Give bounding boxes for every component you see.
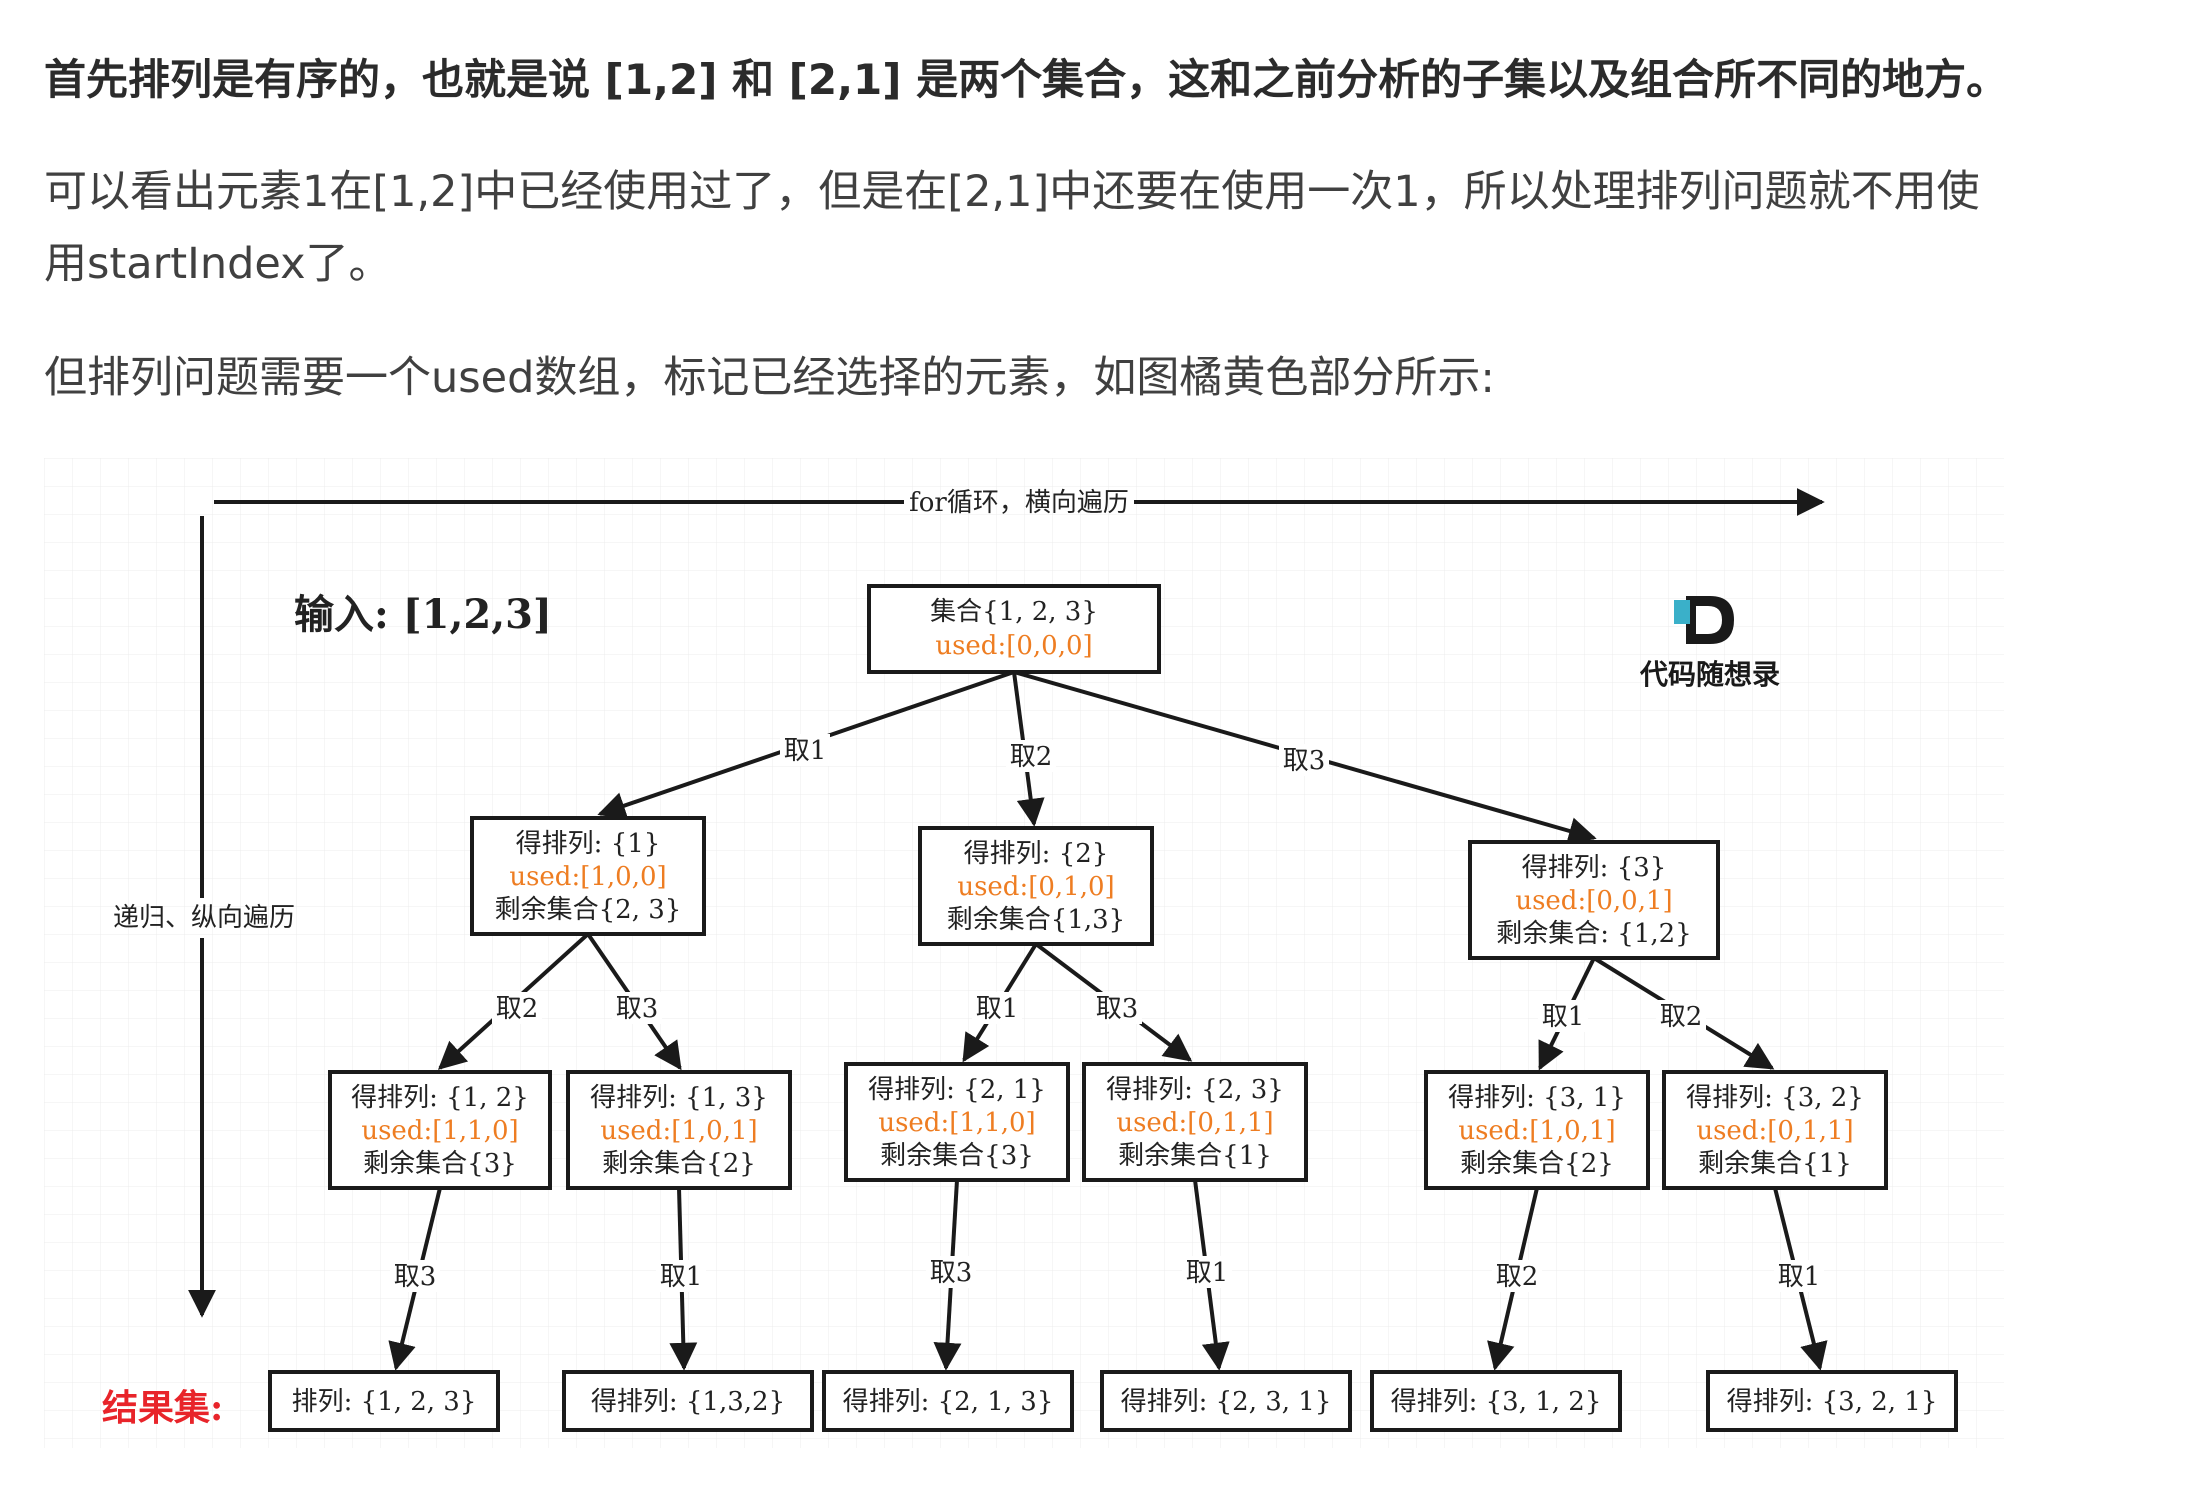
tree-node-2-3: 得排列: {2, 3} used:[0,1,1] 剩余集合{1}: [1082, 1062, 1308, 1182]
input-label: 输入: [1,2,3]: [294, 591, 552, 638]
result-set-label: 结果集:: [102, 1387, 223, 1429]
node-12-perm: 得排列: {1, 2}: [351, 1083, 529, 1113]
edge-label-23-take-1: 取1: [1186, 1258, 1229, 1288]
node-13-perm: 得排列: {1, 3}: [590, 1083, 768, 1113]
result-1-text: 排列: {1, 2, 3}: [292, 1387, 477, 1417]
node-23-remaining: 剩余集合{1}: [1118, 1141, 1272, 1171]
edge-label-1-take-3: 取3: [616, 994, 659, 1024]
result-5-text: 得排列: {3, 1, 2}: [1391, 1387, 1602, 1417]
node-2-remaining: 剩余集合{1,3}: [947, 905, 1125, 935]
node-3-used: used:[0,0,1]: [1515, 886, 1672, 916]
edge-label-31-take-2: 取2: [1496, 1262, 1539, 1292]
node-21-remaining: 剩余集合{3}: [880, 1141, 1034, 1171]
tree-node-2-1: 得排列: {2, 1} used:[1,1,0] 剩余集合{3}: [844, 1062, 1070, 1182]
tree-node-2: 得排列: {2} used:[0,1,0] 剩余集合{1,3}: [918, 826, 1154, 946]
node-32-perm: 得排列: {3, 2}: [1686, 1083, 1864, 1113]
tree-node-1-3: 得排列: {1, 3} used:[1,0,1] 剩余集合{2}: [566, 1070, 792, 1190]
paragraph-permutation-ordered: 首先排列是有序的，也就是说 [1,2] 和 [2,1] 是两个集合，这和之前分析…: [44, 55, 2009, 104]
node-12-remaining: 剩余集合{3}: [363, 1149, 517, 1179]
edge-label-32-take-1: 取1: [1778, 1262, 1821, 1292]
node-32-used: used:[0,1,1]: [1696, 1116, 1853, 1146]
node-1-used: used:[1,0,0]: [509, 862, 666, 892]
node-32-remaining: 剩余集合{1}: [1698, 1149, 1852, 1179]
result-4-text: 得排列: {2, 3, 1}: [1121, 1387, 1332, 1417]
paragraph-used-array: 但排列问题需要一个used数组，标记已经选择的元素，如图橘黄色部分所示:: [44, 353, 1495, 403]
node-2-used: used:[0,1,0]: [957, 872, 1114, 902]
node-31-perm: 得排列: {3, 1}: [1448, 1083, 1626, 1113]
root-used-text: used:[0,0,0]: [935, 631, 1092, 661]
edge-label-3-take-2: 取2: [1660, 1002, 1703, 1032]
result-node-4: 得排列: {2, 3, 1}: [1100, 1370, 1352, 1432]
paragraph-no-start-index: 可以看出元素1在[1,2]中已经使用过了，但是在[2,1]中还要在使用一次1，所…: [44, 167, 1980, 289]
edge-label-take-1: 取1: [784, 736, 827, 766]
result-6-text: 得排列: {3, 2, 1}: [1727, 1387, 1938, 1417]
permutation-tree-diagram: for循环，横向遍历 递归、纵向遍历 输入: [1,2,3] 代码随想录 结果集…: [44, 458, 2004, 1448]
edge-label-2-take-1: 取1: [976, 994, 1019, 1024]
tree-node-3: 得排列: {3} used:[0,0,1] 剩余集合: {1,2}: [1468, 840, 1720, 960]
logo-mark: [1674, 596, 1734, 644]
tree-node-3-2: 得排列: {3, 2} used:[0,1,1] 剩余集合{1}: [1662, 1070, 1888, 1190]
edge-label-2-take-3: 取3: [1096, 994, 1139, 1024]
edge-label-1-take-2: 取2: [496, 994, 539, 1024]
node-2-perm: 得排列: {2}: [964, 839, 1109, 869]
vertical-axis-label: 递归、纵向遍历: [113, 903, 295, 933]
node-1-perm: 得排列: {1}: [516, 829, 661, 859]
node-12-used: used:[1,1,0]: [361, 1116, 518, 1146]
node-23-perm: 得排列: {2, 3}: [1106, 1075, 1284, 1105]
node-23-used: used:[0,1,1]: [1116, 1108, 1273, 1138]
result-node-6: 得排列: {3, 2, 1}: [1706, 1370, 1958, 1432]
result-node-2: 得排列: {1,3,2}: [562, 1370, 814, 1432]
edge-label-21-take-3: 取3: [930, 1258, 973, 1288]
tree-node-1: 得排列: {1} used:[1,0,0] 剩余集合{2, 3}: [470, 816, 706, 936]
node-31-remaining: 剩余集合{2}: [1460, 1149, 1614, 1179]
node-13-remaining: 剩余集合{2}: [602, 1149, 756, 1179]
result-3-text: 得排列: {2, 1, 3}: [843, 1387, 1054, 1417]
logo-text: 代码随想录: [1639, 658, 1780, 691]
node-13-used: used:[1,0,1]: [600, 1116, 757, 1146]
result-node-1: 排列: {1, 2, 3}: [268, 1370, 500, 1432]
tree-node-1-2: 得排列: {1, 2} used:[1,1,0] 剩余集合{3}: [328, 1070, 552, 1190]
edge-label-take-2: 取2: [1010, 742, 1053, 772]
node-3-perm: 得排列: {3}: [1522, 853, 1667, 883]
node-21-perm: 得排列: {2, 1}: [868, 1075, 1046, 1105]
node-3-remaining: 剩余集合: {1,2}: [1496, 919, 1691, 949]
edge-label-3-take-1: 取1: [1542, 1002, 1585, 1032]
edge-label-take-3: 取3: [1283, 746, 1326, 776]
result-node-3: 得排列: {2, 1, 3}: [822, 1370, 1074, 1432]
node-1-remaining: 剩余集合{2, 3}: [495, 895, 682, 925]
node-21-used: used:[1,1,0]: [878, 1108, 1035, 1138]
root-set-text: 集合{1, 2, 3}: [930, 597, 1098, 627]
edge-label-13-take-1: 取1: [660, 1262, 703, 1292]
tree-node-3-1: 得排列: {3, 1} used:[1,0,1] 剩余集合{2}: [1424, 1070, 1650, 1190]
tree-node-root: 集合{1, 2, 3} used:[0,0,0]: [867, 584, 1161, 674]
result-node-5: 得排列: {3, 1, 2}: [1370, 1370, 1622, 1432]
edge-label-12-take-3: 取3: [394, 1262, 437, 1292]
horizontal-axis-label: for循环，横向遍历: [909, 488, 1129, 518]
result-2-text: 得排列: {1,3,2}: [591, 1387, 785, 1417]
node-31-used: used:[1,0,1]: [1458, 1116, 1615, 1146]
